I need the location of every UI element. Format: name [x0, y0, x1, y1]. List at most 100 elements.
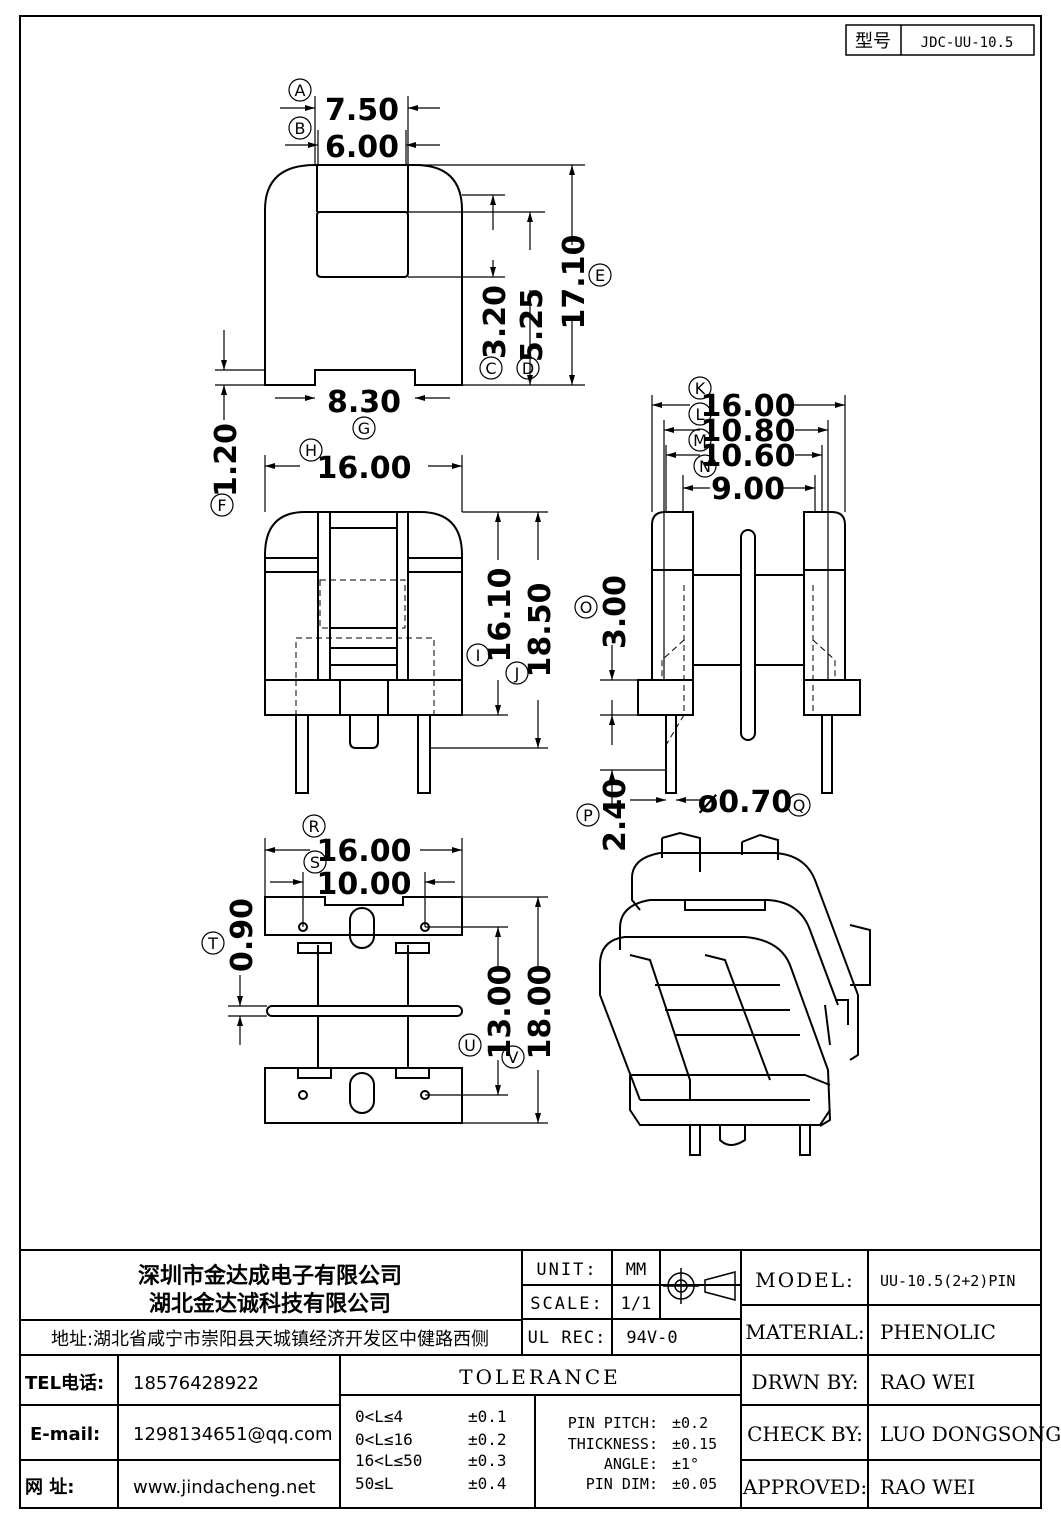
dim-value-s: 10.00 [317, 867, 412, 902]
email-value: 1298134651@qq.com [133, 1424, 333, 1445]
dim-label-j: J [514, 664, 520, 683]
dim-label-o: O [580, 598, 593, 617]
tel-label: TEL电话: [25, 1372, 104, 1394]
sheet-border [19, 15, 1042, 1509]
bottom-view-labels: R 16.00 S 10.00 T 0.90 13.00 U 18.00 V [201, 814, 558, 1069]
top-view-labels: A 7.50 B 6.00 17.10 E 5.25 D 3.20 C 8.30… [209, 78, 612, 517]
dim-value-i: 16.10 [483, 568, 518, 663]
title-block-text: 深圳市金达成电子有限公司 湖北金达诚科技有限公司 地址:湖北省咸宁市崇阳县天城镇… [25, 1260, 1061, 1499]
dim-value-f: 1.20 [209, 423, 244, 497]
dim-value-h: 16.00 [317, 451, 412, 486]
dim-label-n: N [699, 457, 711, 476]
dim-value-a: 7.50 [325, 93, 399, 128]
model-header-label: 型号 [855, 31, 891, 52]
model-value: UU-10.5(2+2)PIN [880, 1272, 1015, 1290]
side-view-labels: K 16.00 L 10.80 M 10.60 N 9.00 O 3.00 2.… [574, 376, 811, 852]
side-view [637, 511, 861, 794]
dim-value-d: 5.25 [515, 288, 550, 362]
tolerance-value-2: ±0.2 [468, 1430, 507, 1449]
material-label: MATERIAL: [745, 1320, 864, 1344]
dim-label-b: B [295, 119, 306, 138]
isometric-view [599, 831, 871, 1156]
dim-label-g: G [358, 419, 370, 438]
check-by-label: CHECK BY: [747, 1422, 863, 1446]
dim-label-f: F [217, 496, 226, 515]
dim-label-h: H [305, 441, 317, 460]
material-value: PHENOLIC [880, 1320, 996, 1344]
dim-label-k: K [695, 379, 706, 398]
projection-symbol-icon [663, 1268, 736, 1304]
email-label: E-mail: [30, 1424, 100, 1445]
front-view-hidden [295, 579, 435, 715]
top-view-dims [215, 96, 585, 420]
unit-label: UNIT: [536, 1260, 597, 1280]
dim-value-c: 3.20 [478, 285, 513, 359]
side-view-dims [600, 395, 846, 805]
ul-value: 94V-0 [626, 1328, 677, 1348]
angle-label: ANGLE: [604, 1455, 658, 1473]
dim-value-q: ø0.70 [698, 785, 793, 820]
dim-value-v: 18.00 [523, 965, 558, 1060]
dim-label-c: C [485, 359, 496, 378]
company-address: 地址:湖北省咸宁市崇阳县天城镇经济开发区中健路西侧 [51, 1329, 489, 1350]
tolerance-range-4: 50≤L [355, 1474, 394, 1493]
unit-value: MM [626, 1260, 646, 1280]
dim-value-k: 16.00 [701, 389, 796, 424]
dim-value-j: 18.50 [523, 583, 558, 678]
dim-value-e: 17.10 [557, 235, 592, 330]
dim-label-e: E [595, 266, 605, 285]
dim-value-o: 3.00 [598, 575, 633, 649]
tolerance-range-2: 0<L≤16 [355, 1430, 413, 1449]
tolerance-range-1: 0<L≤4 [355, 1407, 403, 1426]
dim-label-d: D [522, 359, 534, 378]
title-block [20, 1249, 1041, 1508]
dim-value-l: 10.80 [701, 414, 796, 449]
front-view-labels: H 16.00 16.10 I 18.50 J [299, 438, 558, 685]
model-label: MODEL: [755, 1268, 855, 1292]
front-view-dims [264, 455, 548, 749]
dim-value-p: 2.40 [598, 778, 633, 852]
web-label: 网 址: [25, 1477, 74, 1498]
pin-pitch-value: ±0.2 [672, 1414, 708, 1432]
thickness-label: THICKNESS: [568, 1435, 658, 1453]
dim-value-r: 16.00 [317, 834, 412, 869]
tolerance-range-3: 16<L≤50 [355, 1451, 422, 1470]
top-view [264, 164, 463, 386]
dim-label-v: V [508, 1048, 519, 1067]
tolerance-title: TOLERANCE [459, 1365, 621, 1389]
thickness-value: ±0.15 [672, 1435, 717, 1453]
dim-label-i: I [476, 646, 481, 665]
model-header-value: JDC-UU-10.5 [921, 35, 1014, 51]
bottom-view [264, 896, 463, 1124]
angle-value: ±1° [672, 1455, 699, 1473]
dim-value-t: 0.90 [225, 898, 260, 972]
scale-label: SCALE: [530, 1294, 603, 1314]
dim-value-m: 10.60 [701, 439, 796, 474]
dim-label-q: Q [793, 796, 806, 815]
dim-value-u: 13.00 [483, 965, 518, 1060]
check-by-value: LUO DONGSONG [880, 1422, 1061, 1446]
front-view [264, 511, 463, 794]
dim-label-l: L [696, 405, 705, 424]
drawn-by-label: DRWN BY: [752, 1370, 859, 1394]
company-name-1: 深圳市金达成电子有限公司 [138, 1263, 402, 1289]
dim-label-a: A [295, 81, 306, 100]
dim-value-b: 6.00 [325, 130, 399, 165]
approved-value: RAO WEI [880, 1475, 975, 1499]
bottom-view-dims [228, 838, 548, 1124]
dim-label-s: S [310, 853, 320, 872]
dim-label-p: P [583, 806, 593, 825]
scale-value: 1/1 [621, 1294, 652, 1314]
tolerance-value-1: ±0.1 [468, 1407, 507, 1426]
dim-label-r: R [308, 817, 319, 836]
web-value: www.jindacheng.net [133, 1477, 316, 1498]
dim-label-u: U [464, 1036, 476, 1055]
dim-label-t: T [207, 934, 218, 953]
pin-dim-value: ±0.05 [672, 1475, 717, 1493]
company-name-2: 湖北金达诚科技有限公司 [149, 1291, 391, 1317]
tolerance-value-4: ±0.4 [468, 1474, 507, 1493]
approved-label: APPROVED: [742, 1475, 867, 1499]
tolerance-value-3: ±0.3 [468, 1451, 507, 1470]
dim-label-m: M [693, 431, 707, 450]
model-header: 型号 JDC-UU-10.5 [845, 24, 1035, 56]
